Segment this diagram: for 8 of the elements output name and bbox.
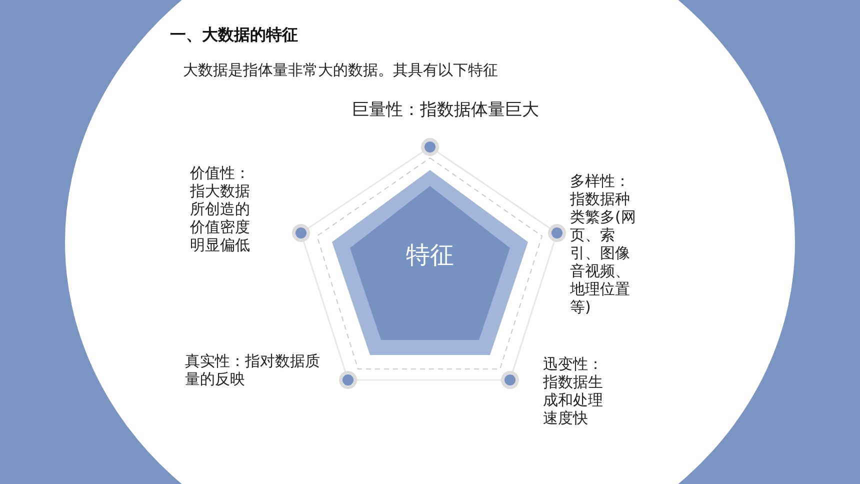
feature-text: 价值性：指大数据所创造的价值密度明显偏低 [190, 164, 251, 254]
feature-text: 多样性：指数据种类繁多(网页、索引、图像音视频、地理位置等) [570, 172, 637, 316]
center-label: 特征 [405, 240, 455, 270]
feature-text: 巨量性：指数据体量巨大 [352, 101, 540, 119]
feature-text: 真实性：指对数据质量的反映 [185, 352, 320, 388]
feature-text: 迅变性：指数据生成和处理速度快 [543, 355, 604, 427]
heading: 一、大数据的特征 [170, 26, 298, 44]
intro-text: 大数据是指体量非常大的数据。其具有以下特征 [183, 61, 499, 79]
